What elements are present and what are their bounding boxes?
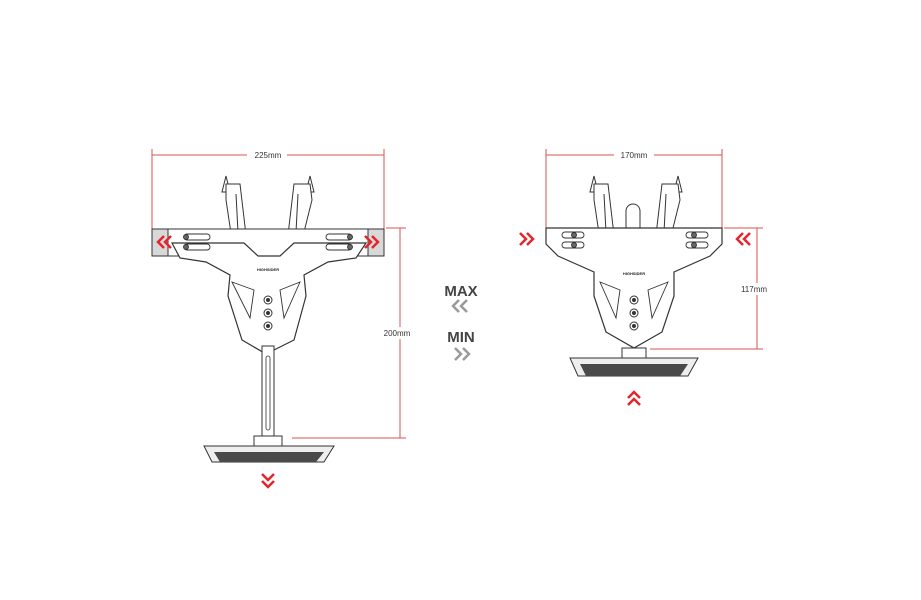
double-chevron-left-icon: [451, 299, 468, 313]
legend: MAX MIN: [444, 283, 478, 361]
left-extension-arm: [253, 345, 283, 447]
right-retract-arrows: [519, 232, 751, 246]
left-logo: HIGHSIDER: [257, 267, 279, 272]
right-height-label: 117mm: [741, 285, 767, 294]
max-label: MAX: [444, 283, 477, 300]
right-bolt-holes: [629, 295, 639, 331]
right-width-label: 170mm: [621, 151, 648, 160]
right-body-cutouts: [599, 281, 669, 320]
right-plate-holder: [569, 357, 699, 377]
right-configuration: 170mm 117mm: [519, 149, 773, 406]
right-up-arrow-icon: [627, 390, 641, 406]
left-width-dimension: [151, 149, 385, 230]
min-label: MIN: [447, 329, 475, 346]
right-logo: HIGHSIDER: [623, 271, 645, 276]
right-short-stub: [621, 347, 647, 359]
left-extend-arrows: [156, 235, 380, 249]
double-chevron-right-icon: [454, 347, 471, 361]
left-down-arrow-icon: [261, 473, 275, 489]
left-body-cutouts: [231, 281, 301, 320]
left-adjust-slots: [183, 233, 353, 251]
left-bolt-holes: [263, 295, 273, 331]
left-configuration: 225mm 200mm: [151, 149, 411, 489]
right-bracket-body: [545, 227, 723, 349]
left-mount-ears: [221, 175, 315, 241]
right-adjust-slots: [561, 231, 709, 249]
left-height-label: 200mm: [384, 329, 411, 338]
left-plate-holder: [203, 445, 335, 463]
left-width-label: 225mm: [255, 151, 282, 160]
